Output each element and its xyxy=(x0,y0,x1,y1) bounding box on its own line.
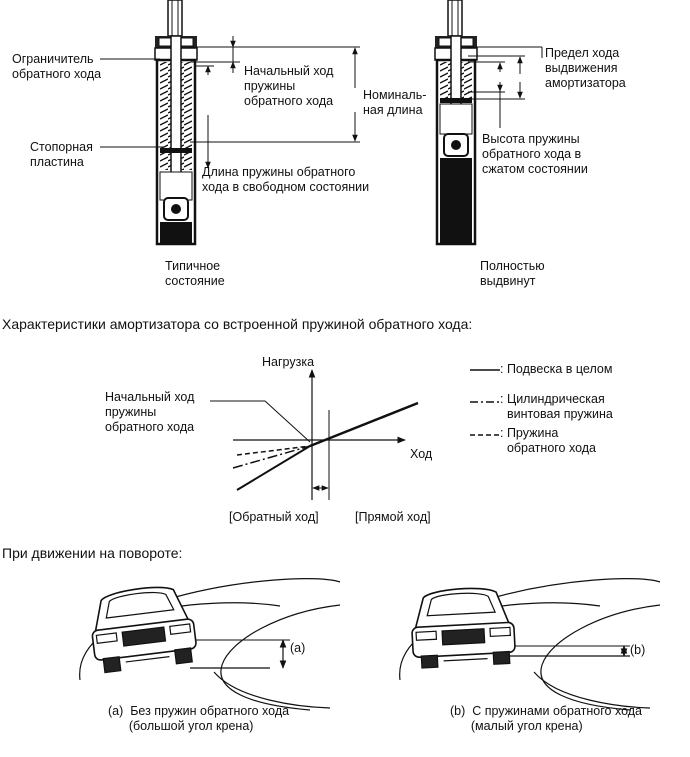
legend-solid-label: : Подвеска в целом xyxy=(500,362,613,376)
car-without-rebound-springs xyxy=(79,578,341,711)
characteristic-graph xyxy=(210,369,500,500)
x-axis-label: Ход xyxy=(410,447,433,461)
nominal-length-label: Номиналь- ная длина xyxy=(363,88,427,117)
caption-without-springs: (a) Без пружин обратного хода (большой у… xyxy=(108,704,290,733)
series-rebound-spring xyxy=(236,445,311,456)
shock-absorber-typical xyxy=(154,0,198,246)
left-dimension-lines xyxy=(100,36,360,169)
series-coil-spring-rebound xyxy=(232,445,311,469)
car-body-slight-tilt xyxy=(411,587,516,669)
series-coil-spring xyxy=(309,401,419,448)
characteristics-heading: Характеристики амортизатора со встроенно… xyxy=(2,316,473,332)
series-suspension-total xyxy=(236,445,311,491)
fully-extended-caption: Полностью выдвинут xyxy=(480,259,545,288)
typical-state-caption: Типичное состояние xyxy=(165,259,225,288)
marker-b: (b) xyxy=(630,643,646,657)
cornering-heading: При движении на повороте: xyxy=(2,545,183,561)
compressed-spring-height-label: Высота пружины обратного хода в сжатом с… xyxy=(482,132,588,176)
stopper-plate-label: Стопорная пластина xyxy=(30,140,93,169)
shock-absorber-extended xyxy=(434,0,478,246)
rebound-stopper-label: Ограничитель обратного хода xyxy=(12,52,102,81)
initial-rebound-stroke-label: Начальный ход пружины обратного хода xyxy=(244,64,334,108)
compression-stroke-label: [Прямой ход] xyxy=(355,510,431,524)
annotation-leader xyxy=(210,400,311,443)
marker-a: (a) xyxy=(290,641,306,655)
caption-with-springs: (b) С пружинами обратного хода (малый уг… xyxy=(450,704,643,733)
right-dimension-lines xyxy=(468,46,543,128)
car-body-tilted xyxy=(91,586,197,674)
legend-dashed-label: : Пружина обратного хода xyxy=(500,426,597,455)
car-with-rebound-springs xyxy=(399,578,661,711)
free-spring-length-label: Длина пружины обратного хода в свободном… xyxy=(202,165,370,194)
y-axis-label: Нагрузка xyxy=(262,355,315,369)
extension-limit-label: Предел хода выдвижения амортизатора xyxy=(545,46,626,90)
rebound-stroke-label: [Обратный ход] xyxy=(229,510,319,524)
graph-annotation-label: Начальный ход пружины обратного хода xyxy=(105,390,195,434)
legend-dashdot-label: : Цилиндрическая винтовая пружина xyxy=(500,392,613,421)
